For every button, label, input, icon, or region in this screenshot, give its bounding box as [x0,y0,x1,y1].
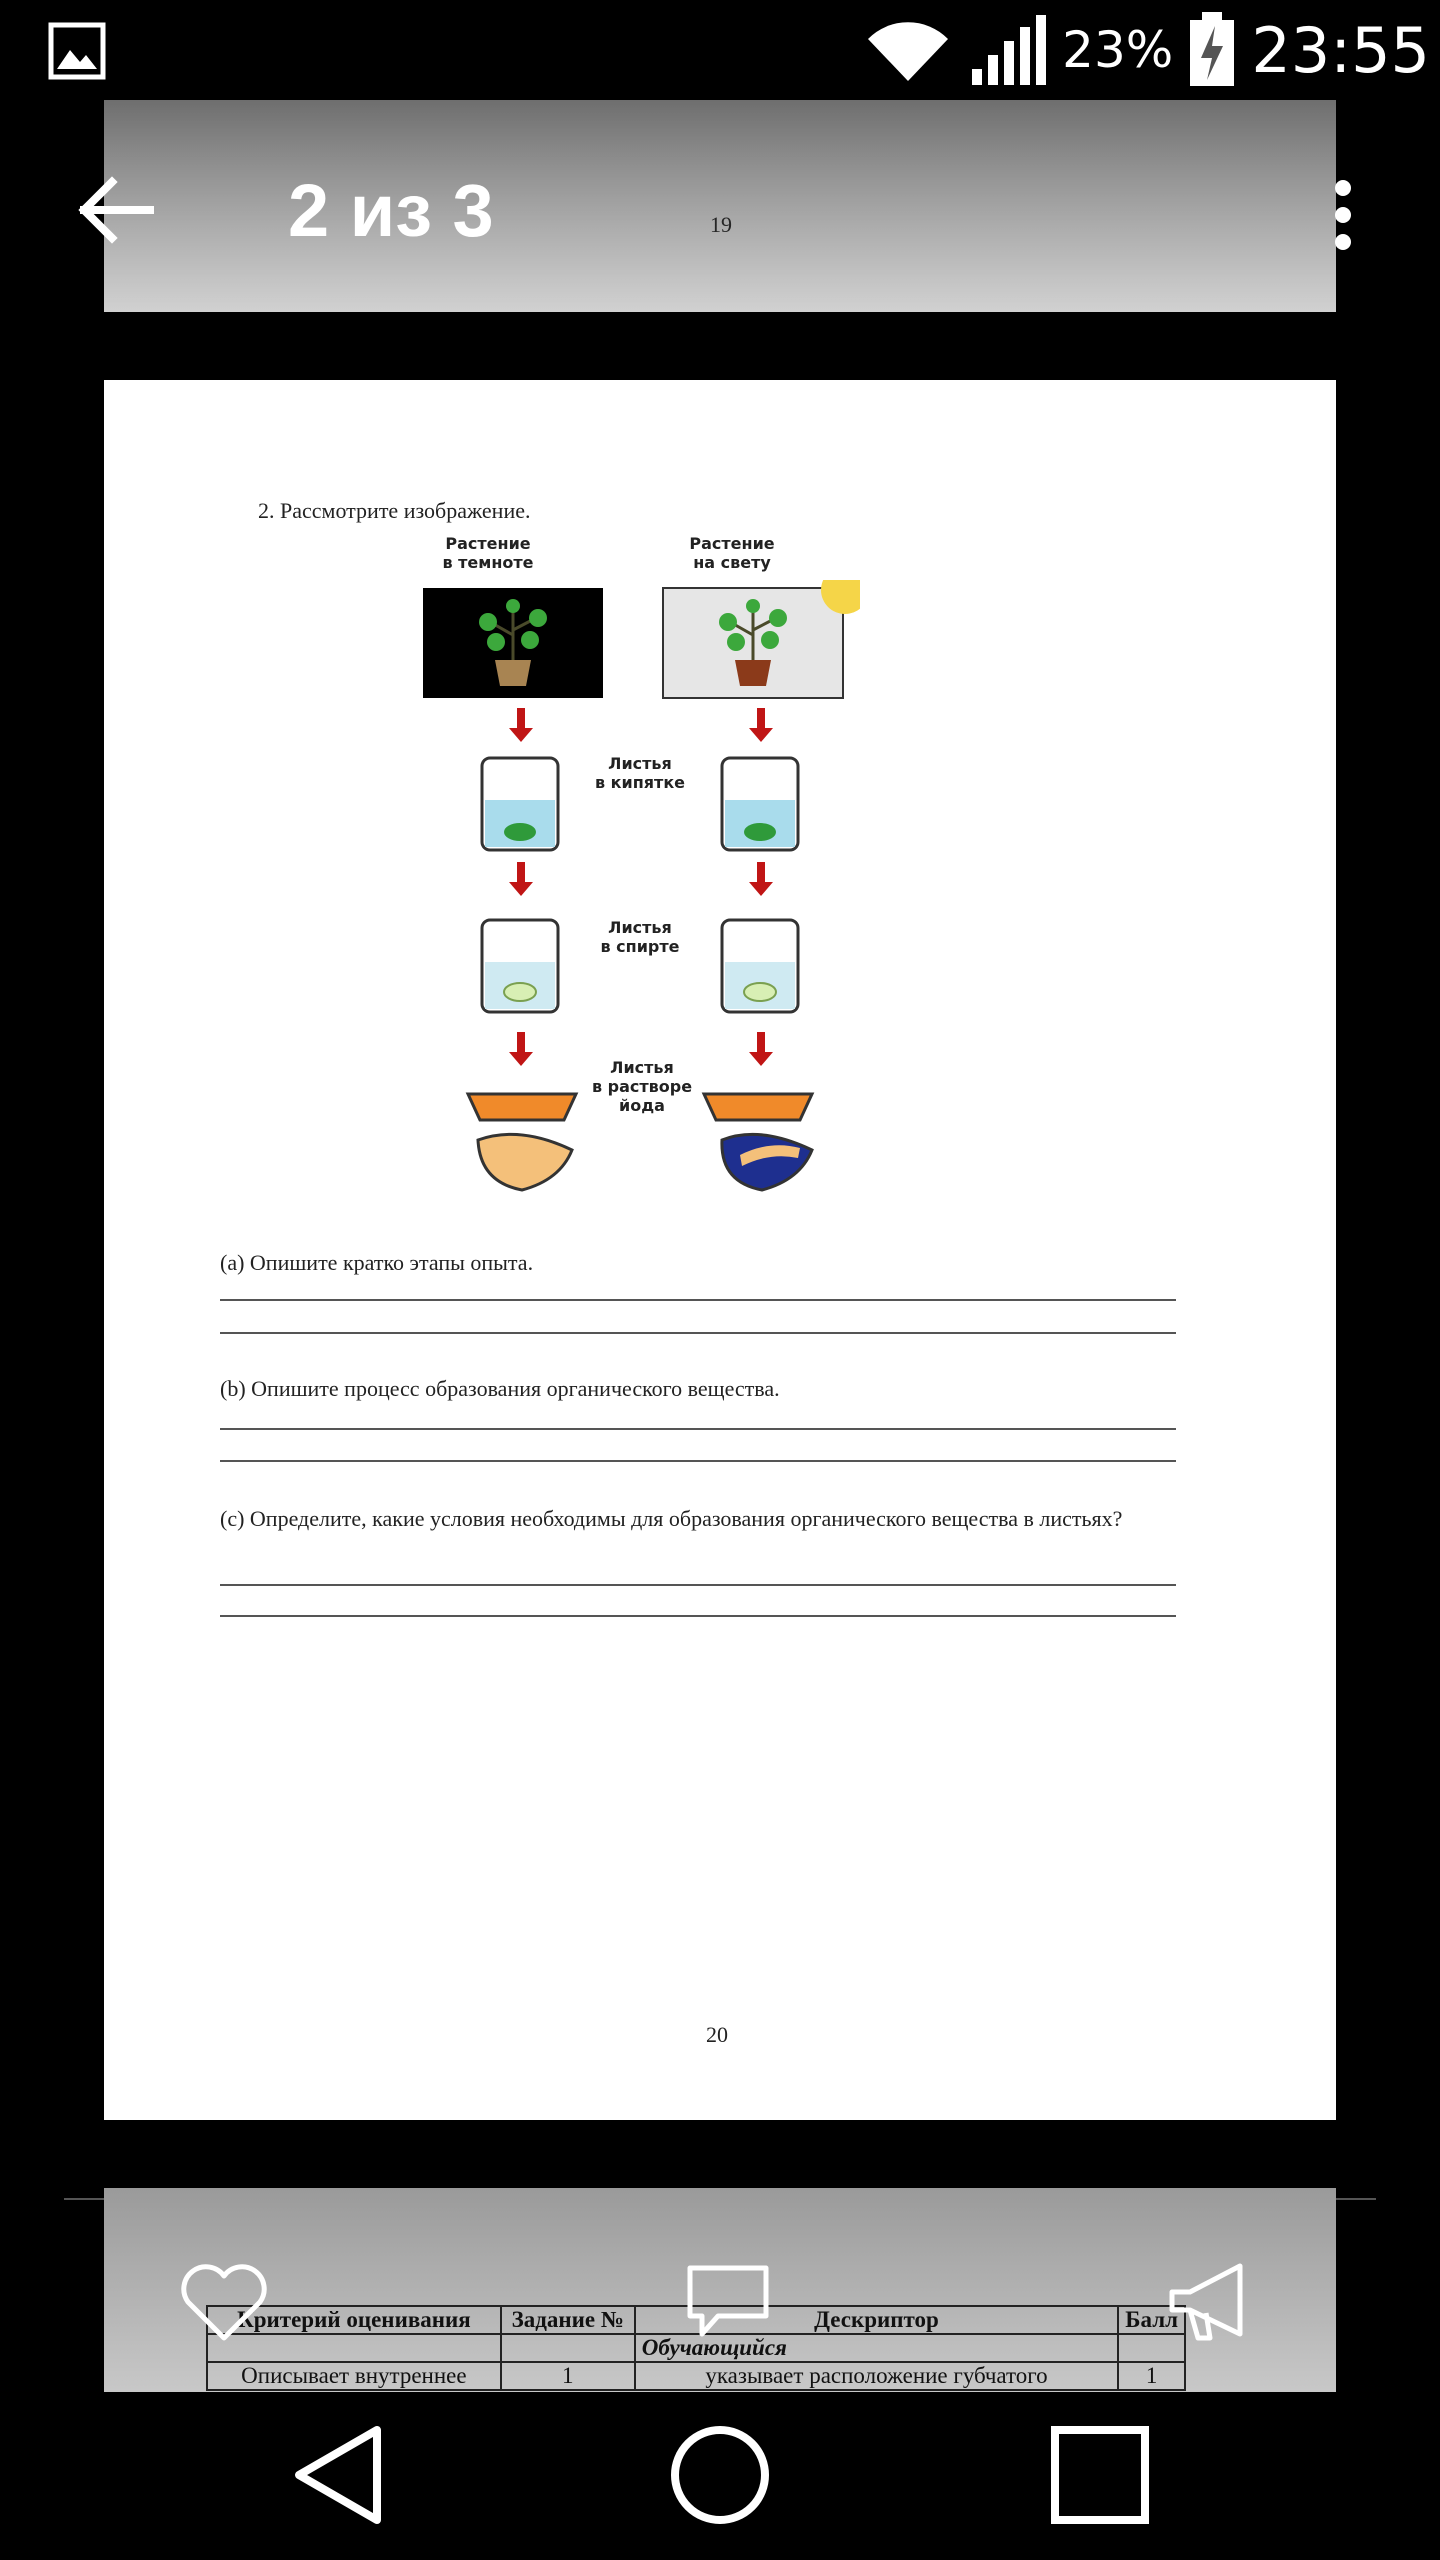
table-header: Задание № [499,2305,636,2335]
navigation-bar [0,2392,1440,2560]
home-circle-icon[interactable] [665,2420,775,2530]
plant-in-light [662,580,860,699]
label-leaves-alcohol: Листья в спирте [600,918,680,956]
toolbar-shade [0,100,1440,312]
question-b: (b) Опишите процесс образования органиче… [220,1376,780,1401]
answer-line [220,1299,1176,1301]
label-leaves-iodine: Листья в растворе йода [591,1058,693,1115]
table-row: Описывает внутреннее 1 указывает располо… [206,2361,1186,2391]
label-leaves-boiling: Листья в кипятке [594,754,686,792]
page-number-20: 20 [706,2022,728,2047]
label-plant-dark: Растение в темноте [442,534,534,572]
beakers-boiling [480,756,800,852]
table-cell [499,2333,636,2363]
table-cell: 1 [1117,2361,1186,2391]
recents-square-icon[interactable] [1045,2420,1155,2530]
wifi-icon [868,22,949,81]
table-subheader: Обучающийся [633,2333,1120,2363]
battery-charging-icon [1190,12,1235,86]
task-title: 2. Рассмотрите изображение. [258,498,531,523]
back-arrow-icon[interactable] [70,165,160,255]
dishes-iodine [465,1092,815,1192]
answer-line [220,1332,1176,1334]
more-options-icon[interactable] [1318,170,1368,260]
table-header: Дескриптор [633,2305,1120,2335]
table-cell: Описывает внутреннее [206,2361,502,2391]
red-arrows [509,708,773,1066]
answer-line [220,1615,1176,1617]
battery-percent: 23% [1062,21,1174,79]
status-bar: 23% 23:55 [0,0,1440,100]
page-counter-title: 2 из 3 [288,169,494,252]
signal-icon [972,15,1047,85]
table-header: Критерий оценивания [206,2305,502,2335]
assessment-table: Критерий оценивания Задание № Дескриптор… [206,2305,1186,2391]
status-clock: 23:55 [1251,13,1430,87]
plant-in-dark [423,588,603,698]
answer-line [220,1460,1176,1462]
answer-line [220,1584,1176,1586]
gallery-icon [48,22,106,80]
beakers-alcohol [480,918,800,1014]
megaphone-icon[interactable] [1162,2258,1258,2348]
question-c: (c) Определите, какие условия необходимы… [220,1506,1123,1531]
table-cell [206,2333,502,2363]
back-triangle-icon[interactable] [285,2420,395,2530]
table-cell: указывает расположение губчатого [633,2361,1120,2391]
heart-icon[interactable] [176,2258,272,2348]
table-cell [1117,2333,1186,2363]
comment-icon[interactable] [680,2258,776,2348]
answer-line [220,1428,1176,1430]
label-plant-light: Растение на свету [689,534,775,572]
table-cell: 1 [499,2361,636,2391]
experiment-diagram [423,580,860,1192]
question-a: (a) Опишите кратко этапы опыта. [220,1250,534,1275]
